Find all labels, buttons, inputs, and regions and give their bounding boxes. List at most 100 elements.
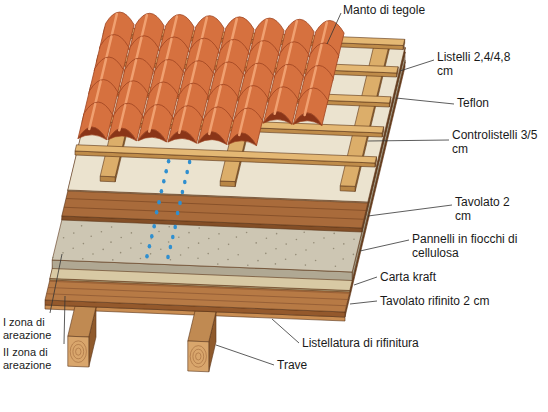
board-seam bbox=[64, 207, 364, 219]
part-label: Tavolato rifinito 2 cm bbox=[380, 294, 489, 308]
fibre-speck bbox=[158, 231, 160, 233]
tile-highlight bbox=[119, 105, 125, 130]
air-droplet bbox=[173, 225, 177, 230]
air-droplet bbox=[178, 201, 182, 206]
part-label: Listelli 2,4/4,8 cm bbox=[437, 50, 517, 79]
fibre-speck bbox=[120, 237, 122, 239]
batten bbox=[75, 145, 377, 163]
air-droplet bbox=[188, 160, 192, 165]
air-droplet bbox=[157, 200, 161, 205]
fibre-speck bbox=[168, 226, 170, 228]
air-droplet bbox=[167, 159, 171, 164]
roof-tile bbox=[198, 107, 233, 145]
fibre-speck bbox=[218, 233, 220, 235]
air-droplet bbox=[145, 254, 149, 259]
air-droplet bbox=[169, 245, 173, 250]
fibre-speck bbox=[296, 239, 298, 241]
fibre-speck bbox=[180, 254, 182, 256]
fibre-speck bbox=[218, 248, 220, 250]
fibre-speck bbox=[82, 258, 84, 260]
fibre-speck bbox=[236, 236, 238, 238]
air-droplet bbox=[148, 244, 152, 249]
fibre-speck bbox=[168, 241, 170, 243]
fibre-speck bbox=[83, 243, 85, 245]
fibre-speck bbox=[295, 254, 297, 256]
wood-ring bbox=[196, 353, 201, 360]
fibre-speck bbox=[92, 253, 94, 255]
leader-line bbox=[368, 140, 449, 141]
fibre-speck bbox=[110, 241, 112, 243]
fibre-speck bbox=[266, 237, 268, 239]
part-label: I zona di areazione bbox=[3, 316, 61, 342]
fibre-speck bbox=[208, 238, 210, 240]
leader-line bbox=[50, 254, 62, 313]
fibre-speck bbox=[353, 254, 355, 256]
air-droplet bbox=[164, 169, 168, 174]
leader-line bbox=[350, 301, 377, 304]
fibre-speck bbox=[257, 260, 259, 262]
part-label: Controlistelli 3/5 cm bbox=[452, 128, 542, 157]
fibre-speck bbox=[303, 231, 305, 233]
fibre-speck bbox=[246, 232, 248, 234]
fibre-speck bbox=[315, 260, 317, 262]
leader-line bbox=[272, 319, 299, 343]
counter-batten bbox=[100, 176, 115, 182]
fibre-speck bbox=[343, 243, 345, 245]
part-label: Tavolato 2 cm bbox=[455, 195, 525, 224]
leader-line bbox=[64, 296, 65, 344]
wood-ring bbox=[76, 348, 81, 355]
tile-highlight bbox=[239, 110, 245, 135]
wood-ring bbox=[73, 344, 84, 358]
fibre-speck bbox=[305, 264, 307, 266]
tile-highlight bbox=[209, 109, 215, 134]
fibre-speck bbox=[237, 254, 239, 256]
part-label: Manto di tegole bbox=[343, 3, 425, 17]
fibre-speck bbox=[227, 259, 229, 261]
beam-end bbox=[68, 336, 89, 367]
tile-opening bbox=[138, 129, 167, 142]
fibre-speck bbox=[313, 242, 315, 244]
roof-tile bbox=[138, 104, 173, 142]
fibre-speck bbox=[81, 225, 83, 227]
air-droplet bbox=[152, 224, 156, 229]
fibre-speck bbox=[62, 252, 64, 254]
fibre-speck bbox=[63, 237, 65, 239]
leader-line bbox=[360, 240, 409, 251]
air-droplet bbox=[176, 211, 180, 216]
tile-highlight bbox=[179, 108, 185, 133]
fibre-speck bbox=[52, 257, 54, 259]
fibre-speck bbox=[217, 263, 219, 265]
fibre-speck bbox=[333, 248, 335, 250]
fibre-speck bbox=[353, 238, 355, 240]
part-label: Pannelli in fiocchi di cellulosa bbox=[412, 232, 532, 261]
roof-tile bbox=[168, 106, 203, 144]
tile-opening bbox=[263, 112, 292, 125]
fibre-speck bbox=[111, 226, 113, 228]
beam-end bbox=[188, 341, 209, 372]
leader-line bbox=[354, 277, 377, 285]
fibre-speck bbox=[197, 257, 199, 259]
leader-line bbox=[216, 345, 274, 365]
fibre-speck bbox=[170, 259, 172, 261]
part-label: Trave bbox=[277, 358, 307, 372]
fibre-speck bbox=[305, 249, 307, 251]
tile-highlight bbox=[305, 90, 311, 115]
beam-top bbox=[188, 311, 216, 342]
fibre-speck bbox=[188, 247, 190, 249]
fibre-speck bbox=[265, 253, 267, 255]
fibre-speck bbox=[73, 232, 75, 234]
roof-tile bbox=[228, 108, 263, 146]
air-droplet bbox=[155, 210, 159, 215]
tile-opening bbox=[228, 133, 257, 146]
fibre-speck bbox=[188, 232, 190, 234]
fibre-speck bbox=[72, 247, 74, 249]
fibre-speck bbox=[342, 258, 344, 260]
fibre-speck bbox=[276, 233, 278, 235]
part-label: Teflon bbox=[457, 96, 489, 110]
tile-opening bbox=[293, 113, 322, 126]
tile-highlight bbox=[275, 89, 281, 114]
air-droplet bbox=[160, 189, 164, 194]
roof-tile bbox=[78, 102, 113, 140]
fibre-speck bbox=[275, 248, 277, 250]
